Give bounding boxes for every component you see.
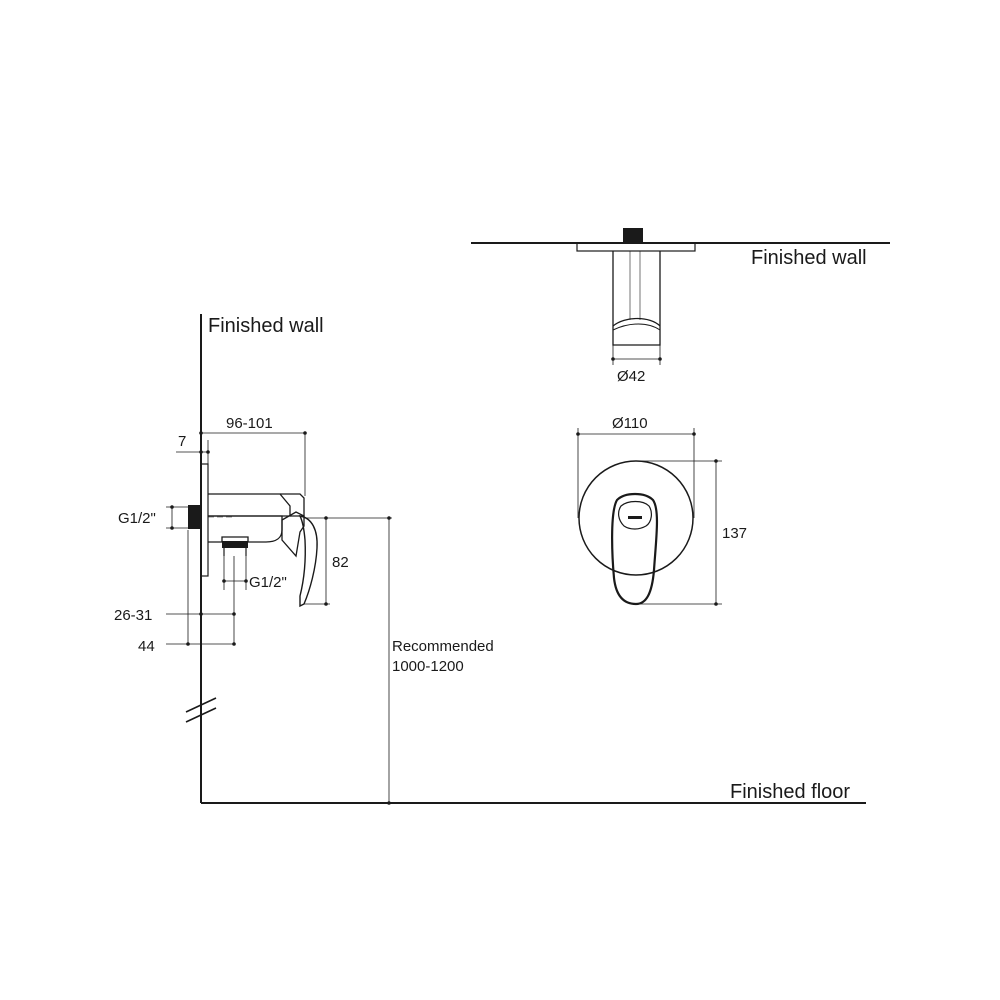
dim-g12-bottom-label: G1/2": [249, 574, 287, 591]
mixer-top-view: [576, 228, 696, 346]
dia-110-label: Ø110: [612, 415, 648, 432]
mixer-side-view: [188, 463, 318, 608]
dimension-lines-side: [166, 431, 392, 805]
dia-42-label: Ø42: [617, 368, 645, 385]
inlet-fitting: [188, 505, 201, 529]
dim-7-label: 7: [178, 433, 186, 450]
dim-137-label: 137: [722, 525, 747, 542]
break-mark-2: [185, 707, 217, 723]
floor-label: Finished floor: [730, 781, 850, 803]
dim-26-31-label: 26-31: [114, 607, 152, 624]
top-wall-label: Finished wall: [751, 247, 867, 269]
side-wall-label: Finished wall: [208, 315, 324, 337]
recommended-range-label: 1000-1200: [392, 658, 464, 675]
recommended-label: Recommended: [392, 638, 494, 655]
brand-logo: [628, 516, 642, 519]
break-mark-1: [185, 697, 217, 713]
dimension-lines-top: [611, 345, 662, 365]
mixer-front-view: [578, 460, 694, 606]
dim-g12-left-label: G1/2": [118, 510, 156, 527]
dim-96-101-label: 96-101: [226, 415, 273, 432]
dim-44-label: 44: [138, 638, 155, 655]
dim-82-label: 82: [332, 554, 349, 571]
dimension-lines-front: [576, 428, 722, 606]
